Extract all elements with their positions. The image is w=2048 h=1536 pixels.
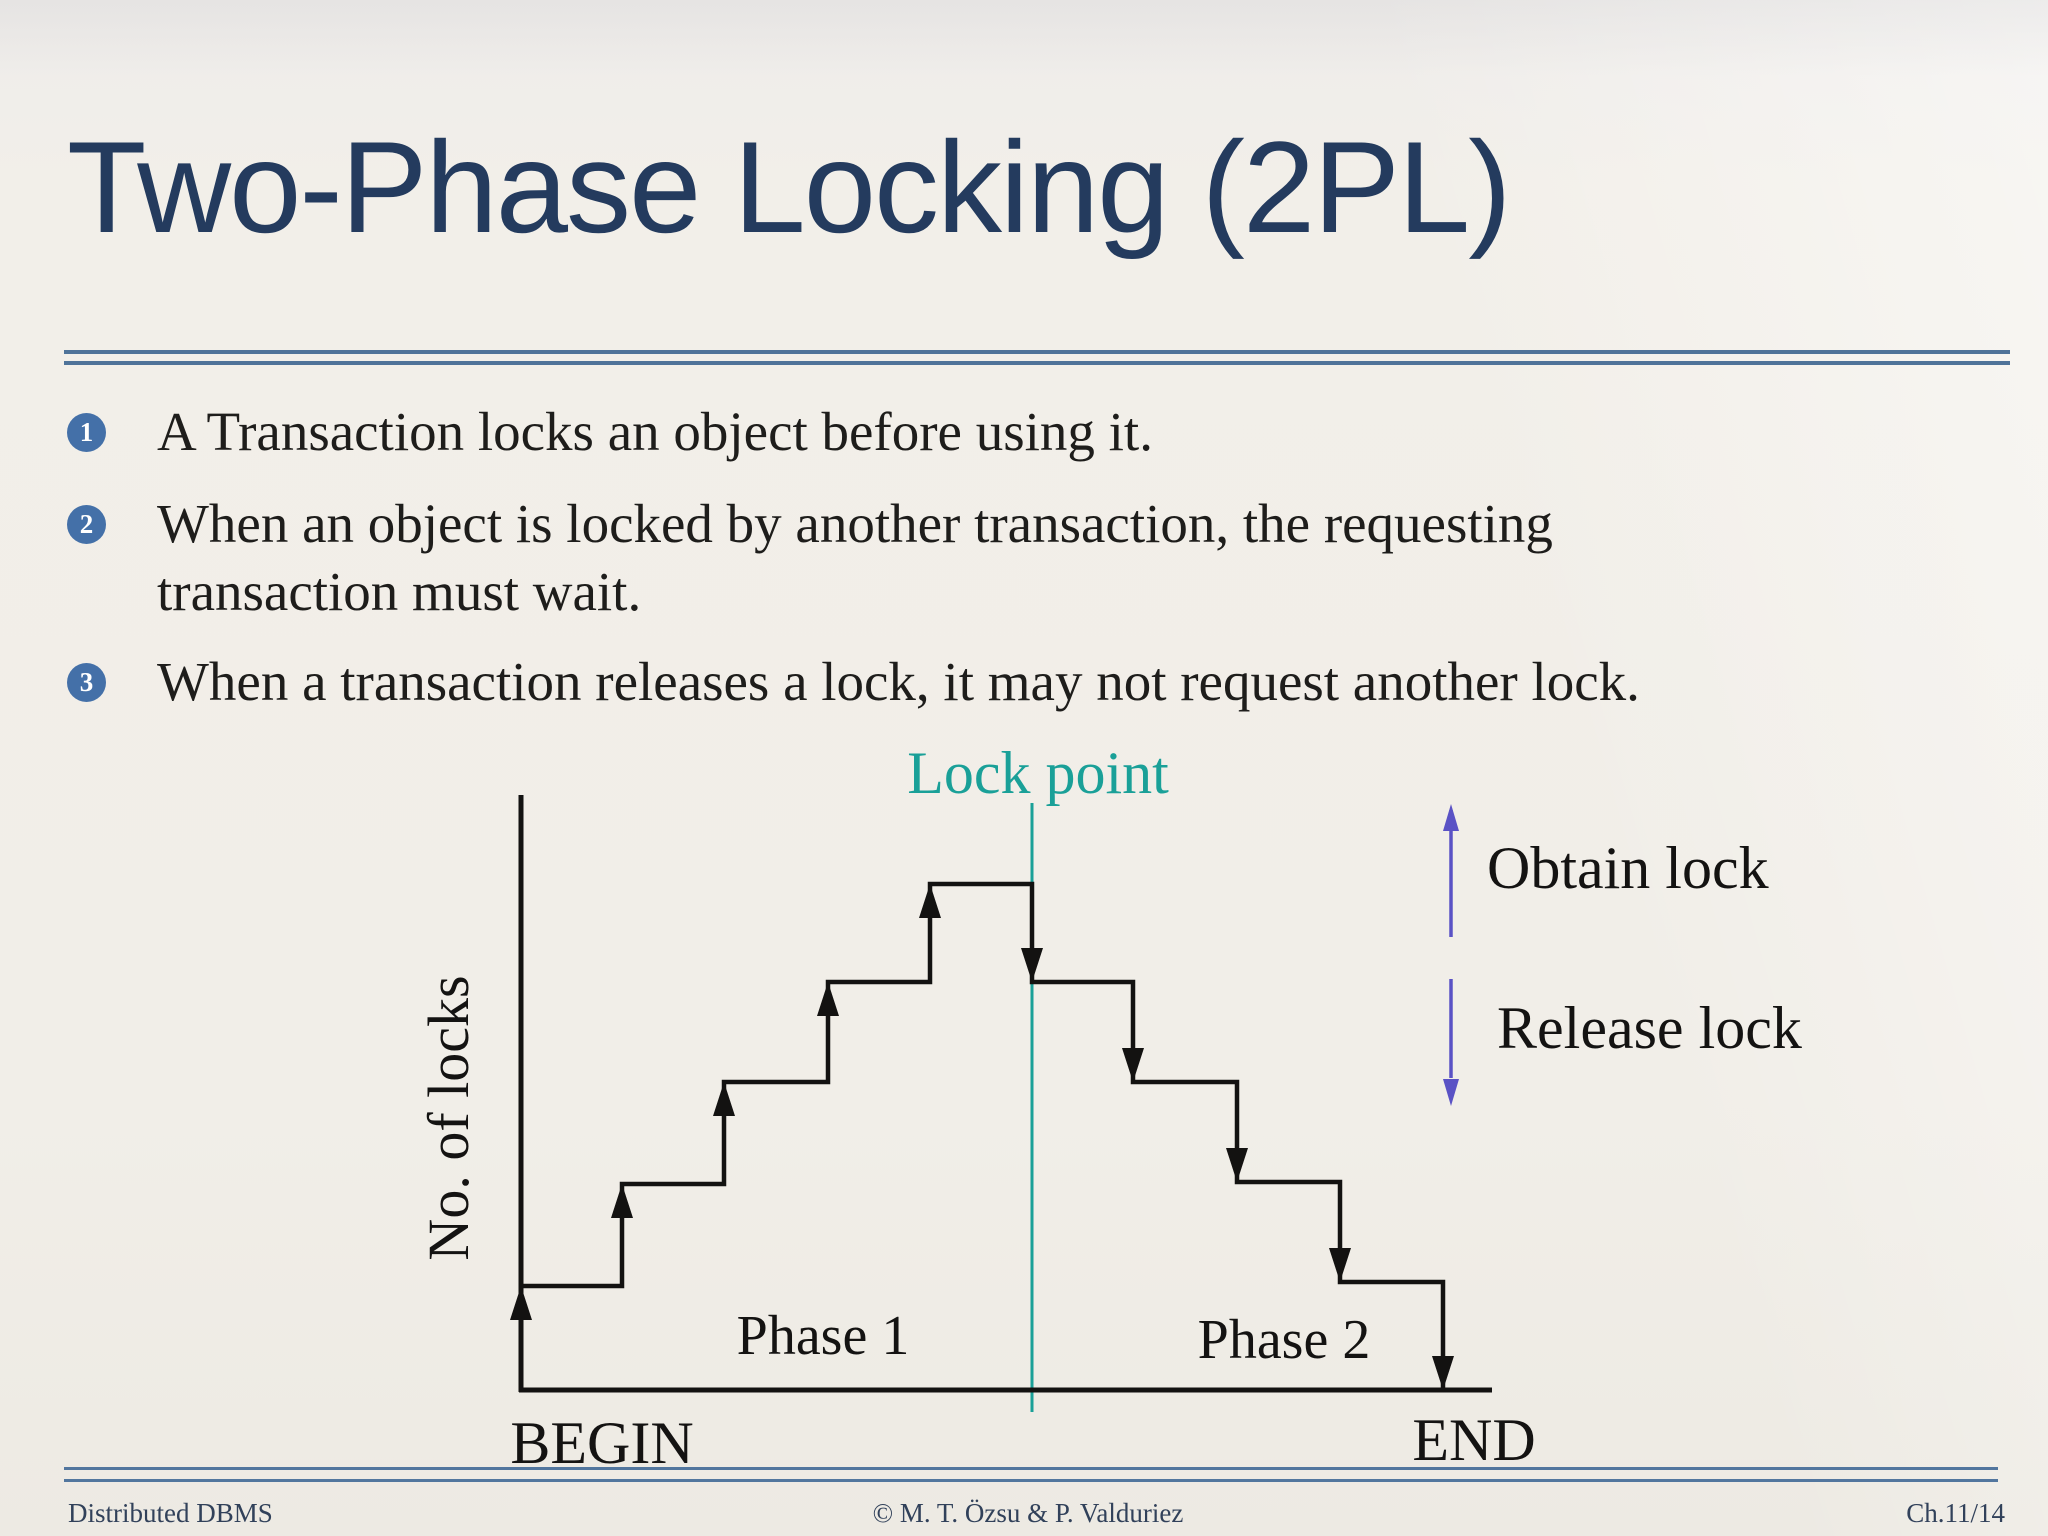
title-separator-bottom-line [64,361,2010,365]
title-separator-top-line [64,350,2010,354]
bullet-2-number-badge: 2 [67,505,106,544]
begin-label: BEGIN [510,1410,694,1476]
obtain-lock-label: Obtain lock [1487,835,1769,901]
slide-title: Two-Phase Locking (2PL) [67,114,1512,260]
obtain-lock-up-arrowhead-icon [1443,804,1459,831]
phase-1-label: Phase 1 [736,1305,910,1367]
footer-right-chapter-page: Ch.11/14 [1906,1498,2005,1528]
up-arrowhead-5 [919,884,941,918]
footer-center-copyright: © M. T. Özsu & P. Valduriez [872,1498,1184,1528]
bullet-2-text-line-2: transaction must wait. [157,561,642,622]
up-arrowhead-1 [510,1286,532,1320]
down-arrowhead-5 [1432,1356,1454,1390]
bullet-2-text-line-1: When an object is locked by another tran… [157,493,1553,554]
bullet-1-text: A Transaction locks an object before usi… [157,401,1153,462]
release-lock-down-arrowhead-icon [1443,1079,1459,1106]
down-arrowhead-2 [1122,1048,1144,1082]
bullet-3-number: 3 [79,667,94,697]
down-arrowhead-3 [1226,1148,1248,1182]
up-arrowhead-2 [611,1184,633,1218]
bullet-3-text: When a transaction releases a lock, it m… [157,651,1640,712]
footer-separator-bottom-line [64,1479,1998,1482]
footer-left-book-title: Distributed DBMS [68,1498,273,1528]
lock-point-label: Lock point [907,740,1169,806]
bullet-2-number: 2 [79,509,94,539]
bullet-1-number: 1 [79,417,94,447]
staircase-lock-curve [518,881,1446,1390]
end-label: END [1412,1407,1536,1473]
y-axis-label: No. of locks [416,975,481,1261]
down-arrowhead-4 [1329,1248,1351,1282]
up-arrowhead-4 [817,982,839,1016]
bullet-3-number-badge: 3 [67,663,106,702]
footer-separator-top-line [64,1467,1998,1470]
bullet-1-number-badge: 1 [67,413,106,452]
up-arrowhead-3 [713,1082,735,1116]
down-arrowhead-1 [1021,948,1043,982]
phase-2-label: Phase 2 [1197,1309,1371,1371]
release-lock-label: Release lock [1497,995,1802,1061]
